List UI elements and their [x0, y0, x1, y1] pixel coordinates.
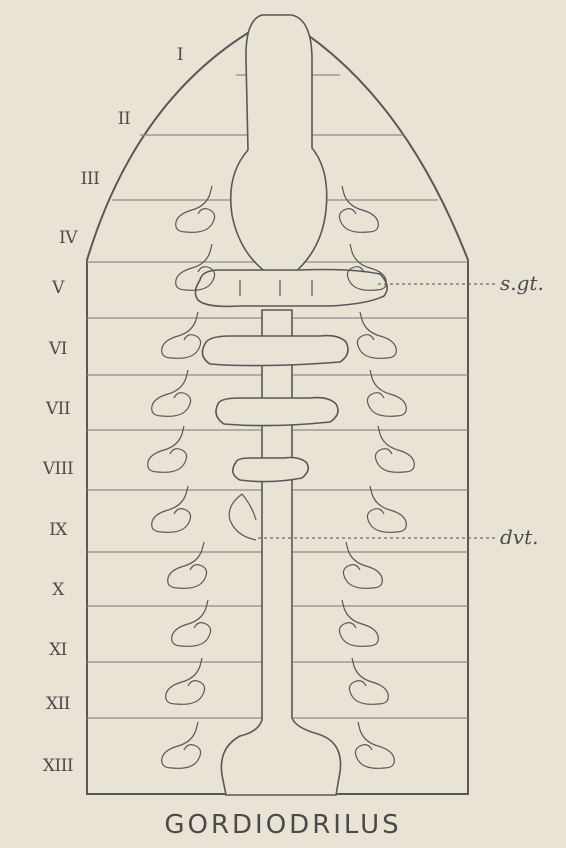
nephridium-right: [343, 542, 382, 588]
segment-label: X: [52, 580, 65, 600]
dvt-label: dvt.: [500, 525, 539, 549]
figure-caption: GORDIODRILUS: [164, 810, 401, 840]
nephridium-right: [367, 370, 406, 416]
segment-label: V: [51, 278, 65, 298]
nephridium-right: [367, 486, 406, 532]
nephridium-left: [176, 186, 215, 232]
nephridium-left: [152, 486, 191, 532]
nephridium-right: [349, 658, 388, 704]
nephridium-left: [162, 312, 201, 358]
nephridium-left: [166, 658, 205, 704]
segment-label: VIII: [42, 459, 73, 479]
segment-label: IX: [49, 520, 68, 540]
segment-label: XII: [46, 694, 70, 714]
segment-label: VII: [45, 399, 70, 419]
segment-label: XIII: [43, 756, 73, 776]
segment-labels: I II III IV V VI VII VIII IX X XI XII XI…: [42, 45, 183, 776]
segment-label: III: [81, 169, 100, 189]
nephridium-right: [357, 312, 396, 358]
sgt-label: s.gt.: [500, 271, 544, 295]
segment-label: II: [118, 109, 130, 129]
nephridium-right: [339, 600, 378, 646]
nephridium-left: [148, 426, 187, 472]
segment-label: IV: [59, 228, 78, 248]
nephridium-right: [355, 722, 394, 768]
nephridium-right: [375, 426, 414, 472]
segment-label: XI: [49, 640, 67, 660]
segment-label: I: [177, 45, 183, 65]
nephridium-left: [172, 600, 211, 646]
pharynx: [231, 15, 327, 275]
nephridium-left: [168, 542, 207, 588]
nephridium-right: [339, 186, 378, 232]
segment-label: VI: [48, 339, 67, 359]
nephridium-left: [162, 722, 201, 768]
nephridium-left: [152, 370, 191, 416]
